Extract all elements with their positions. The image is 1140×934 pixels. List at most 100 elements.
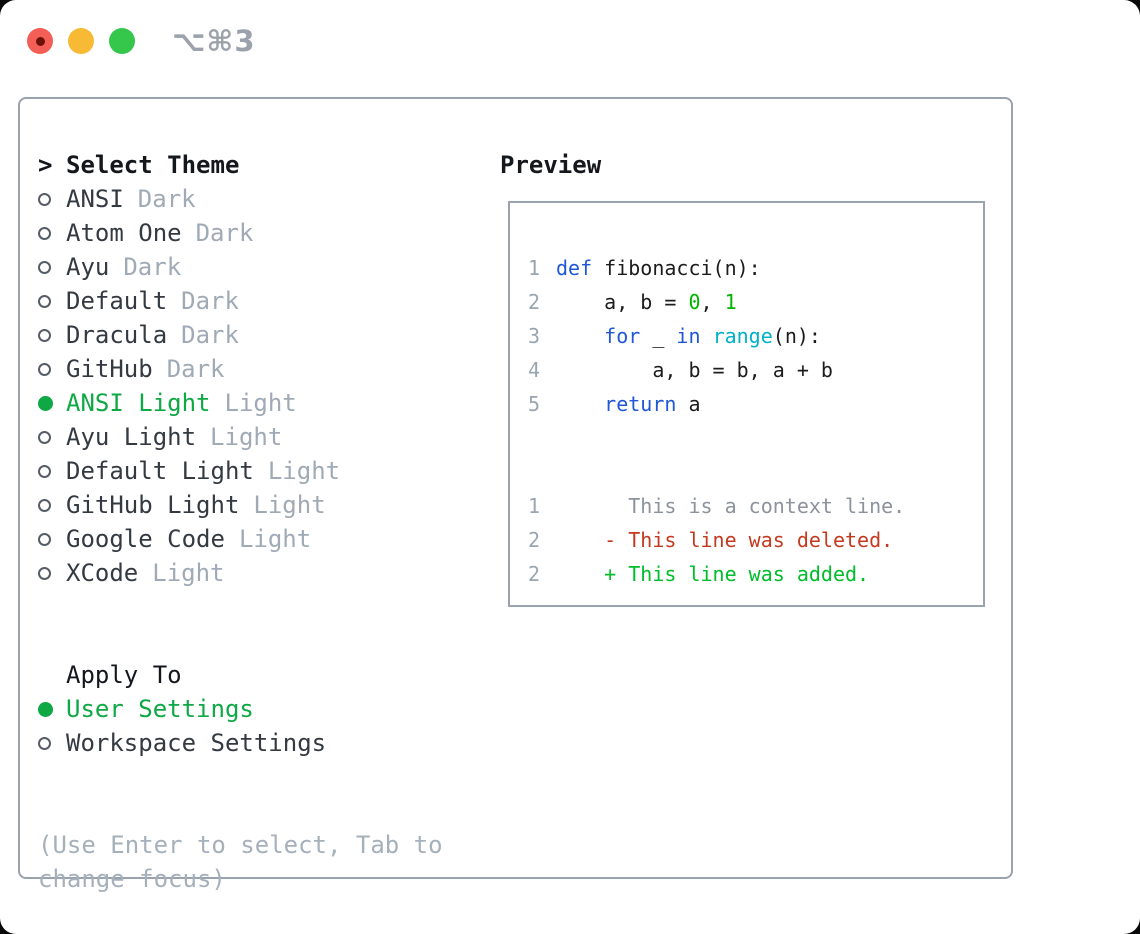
diff-line-text: - This line was deleted. [556,528,894,552]
code-line: 4 a, b = b, a + b [510,353,983,387]
theme-variant-label: Light [253,491,326,519]
theme-name-label: Google Code [66,525,225,553]
diff-line: 2 - This line was deleted. [510,523,983,557]
code-line: 2 a, b = 0, 1 [510,285,983,319]
code-line-text: a, b = b, a + b [556,358,833,382]
radio-icon [38,430,51,444]
code-line: 3 for _ in range(n): [510,319,983,353]
theme-name-label: Ayu Light [66,423,197,451]
theme-variant-label: Light [210,423,283,451]
radio-icon [38,566,51,580]
radio-icon [38,362,51,376]
diff-line-text: + This line was added. [556,562,870,586]
close-dot-icon [35,36,45,46]
radio-icon [38,260,51,274]
help-text-line-1: (Use Enter to select, Tab to [38,831,443,859]
radio-icon [38,328,51,342]
theme-name-label: GitHub [66,355,153,383]
theme-variant-label: Dark [181,287,239,315]
theme-option-ayu-light[interactable]: Ayu Light Light [38,420,498,454]
theme-name-label: Atom One [66,219,182,247]
line-number: 2 [527,290,540,314]
line-number: 5 [527,392,540,416]
selection-prompt-icon: > [38,151,53,179]
diff-block: 1 This is a context line.2 - This line w… [510,489,983,591]
code-line-text: def fibonacci(n): [556,256,761,280]
spacer [38,590,498,658]
line-number: 1 [527,494,540,518]
close-button[interactable] [27,28,53,54]
apply-option-workspace-settings[interactable]: Workspace Settings [38,726,498,760]
preview-title: Preview [500,151,602,179]
theme-variant-label: Dark [195,219,254,247]
code-line: 5 return a [510,387,983,421]
select-theme-title: Select Theme [66,151,240,179]
apply-name-label: User Settings [66,695,254,723]
theme-variant-label: Light [224,389,297,417]
theme-option-default-light[interactable]: Default Light Light [38,454,498,488]
theme-option-github-light[interactable]: GitHub Light Light [38,488,498,522]
titlebar: ⌥⌘3 [27,24,256,58]
theme-option-google-code[interactable]: Google Code Light [38,522,498,556]
theme-variant-label: Dark [137,185,196,213]
apply-option-user-settings[interactable]: User Settings [38,692,498,726]
theme-variant-label: Light [152,559,225,587]
apply-to-title: Apply To [66,661,182,689]
apply-name-label: Workspace Settings [66,729,327,757]
code-line-text: a, b = 0, 1 [556,290,737,314]
code-line-text: for _ in range(n): [604,324,821,348]
window-shortcut-label: ⌥⌘3 [172,24,256,58]
theme-option-xcode[interactable]: XCode Light [38,556,498,590]
theme-name-label: GitHub Light [66,491,240,519]
theme-variant-label: Light [267,457,341,485]
line-number: 4 [527,358,540,382]
theme-option-default[interactable]: Default Dark [38,284,498,318]
radio-icon [38,294,51,308]
theme-name-label: Default Light [66,457,254,485]
theme-name-label: Default [66,287,168,315]
theme-name-label: ANSI Light [66,389,211,417]
code-line-text: return a [604,392,701,416]
apply-to-header: Apply To [38,658,498,692]
theme-option-dracula[interactable]: Dracula Dark [38,318,498,352]
radio-icon [38,192,51,206]
minimize-button[interactable] [68,28,94,54]
theme-name-label: Ayu [66,253,110,281]
help-text-line-2: change focus) [38,865,226,893]
line-number: 2 [527,562,540,586]
theme-name-label: Dracula [66,321,168,349]
theme-option-atom-one[interactable]: Atom One Dark [38,216,498,250]
theme-variant-label: Dark [166,355,225,383]
theme-name-label: ANSI [66,185,124,213]
diff-line-text: This is a context line. [556,494,906,518]
line-number: 1 [527,256,540,280]
theme-option-github[interactable]: GitHub Dark [38,352,498,386]
code-line: 1 def fibonacci(n): [510,251,983,285]
radio-icon [38,498,51,512]
radio-selected-icon [38,701,53,717]
select-theme-header: > Select Theme [38,148,498,182]
theme-name-label: XCode [66,559,139,587]
radio-selected-icon [38,395,53,411]
spacer [38,760,498,828]
theme-option-ansi-light[interactable]: ANSI Light Light [38,386,498,420]
diff-line: 1 This is a context line. [510,489,983,523]
line-number: 3 [527,324,540,348]
theme-option-ansi[interactable]: ANSI Dark [38,182,498,216]
theme-variant-label: Light [238,525,312,553]
zoom-button[interactable] [109,28,135,54]
radio-icon [38,532,51,546]
line-number: 2 [527,528,540,552]
radio-icon [38,736,51,750]
radio-icon [38,226,51,240]
theme-variant-label: Dark [181,321,239,349]
diff-line: 2 + This line was added. [510,557,983,591]
